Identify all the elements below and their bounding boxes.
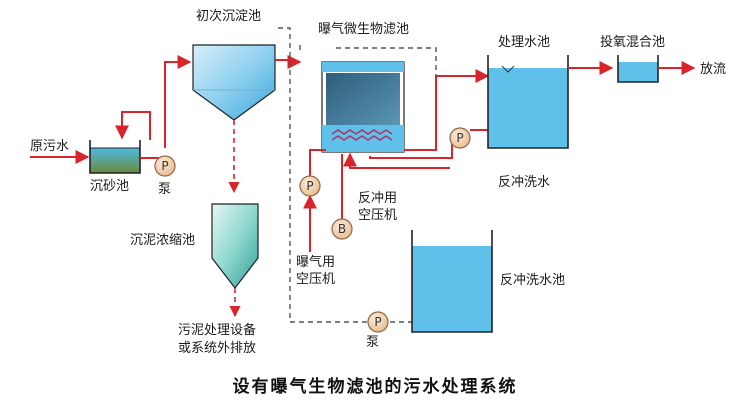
sludge-thickener	[211, 203, 259, 289]
baf-tank	[321, 61, 405, 153]
label-sludge-disposal-1: 污泥处理设备	[178, 322, 256, 338]
chlorination-mix-tank	[617, 55, 659, 83]
label-sludge-thickener: 沉泥浓缩池	[130, 232, 195, 248]
label-primary-settling: 初次沉淀池	[196, 8, 261, 24]
pump-1: P	[154, 155, 176, 177]
label-pump-2: 泵	[366, 335, 379, 350]
treated-water-tank	[487, 55, 569, 149]
backwash-water-tank	[411, 230, 493, 333]
pump-2-letter: P	[374, 315, 381, 329]
label-chlorination: 投氧混合池	[600, 34, 665, 50]
backwash-blower-letter: B	[338, 222, 346, 236]
pump-2: P	[367, 311, 389, 333]
pump-to-settling-pipe	[164, 55, 192, 148]
label-aeration-blower-2: 空压机	[296, 272, 335, 287]
label-raw-sewage: 原污水	[30, 139, 69, 154]
aeration-pump: P	[299, 175, 321, 197]
diagram-caption: 设有曝气生物滤池的污水处理系统	[233, 376, 518, 397]
backwash-water-pump-letter: P	[456, 131, 463, 145]
baf-to-treated-pipe	[404, 69, 490, 151]
aeration-air-pipe	[309, 149, 326, 178]
label-backwash-blower-1: 反冲用	[358, 191, 397, 206]
label-backwash-tank: 反冲洗水池	[500, 273, 565, 288]
baf-overflow-dashed	[336, 47, 437, 116]
primary-settling-tank	[192, 44, 276, 121]
label-discharge: 放流	[700, 62, 726, 77]
backwash-blower: B	[331, 218, 353, 240]
grit-return-pipe	[115, 111, 151, 140]
grit-chamber	[89, 140, 141, 174]
settling-to-baf-pipe	[275, 55, 302, 69]
backwash-water-pump: P	[449, 127, 471, 149]
label-aeration-blower-1: 曝气用	[296, 254, 335, 270]
pump-1-letter: P	[161, 159, 168, 173]
aeration-pump-letter: P	[306, 179, 313, 193]
backwash-water-pipe	[369, 138, 453, 159]
label-grit-chamber: 沉砂池	[90, 179, 129, 194]
label-backwash-water: 反冲洗水	[498, 175, 550, 190]
label-baf: 曝气微生物滤池	[318, 21, 409, 37]
backwash-water-return	[343, 152, 450, 169]
backwash-return-dashed	[278, 27, 368, 323]
label-backwash-blower-2: 空压机	[358, 208, 397, 223]
label-pump-1: 泵	[158, 182, 171, 197]
label-sludge-disposal-2: 或系统外排放	[178, 341, 256, 356]
label-treated-water: 处理水池	[498, 35, 550, 50]
